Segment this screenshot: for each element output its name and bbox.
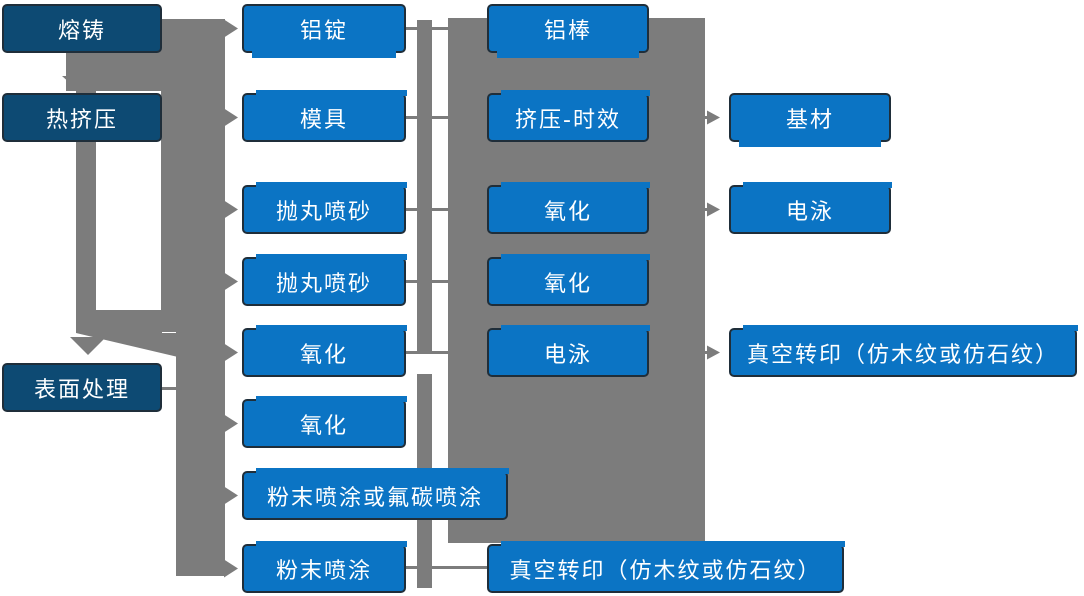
- arrow-to-powder-coating: [224, 559, 238, 578]
- connector-bar-lower: [176, 332, 225, 576]
- arrow-to-electrophoresis-2: [707, 202, 720, 217]
- node-shot-blasting-1: 抛丸喷砂: [242, 181, 407, 234]
- connector-line-surface-treatment: [160, 387, 177, 390]
- node-aluminum-rod: 铝棒: [487, 4, 649, 58]
- node-shot-blasting-2: 抛丸喷砂: [242, 253, 407, 306]
- node-extrusion-aging: 挤压-时效: [487, 89, 650, 142]
- shaft-to-electrophoresis-2: [701, 208, 709, 211]
- node-electrophoresis-2: 电泳: [729, 181, 892, 234]
- tie-line-row3: [405, 208, 452, 211]
- arrow-to-shot-blasting-1: [224, 200, 238, 219]
- tie-line-row2: [405, 116, 452, 119]
- node-powder-or-fluorocarbon: 粉末喷涂或氟碳喷涂: [242, 467, 509, 520]
- connector-bar-left: [76, 91, 96, 333]
- node-oxidation-4: 氧化: [487, 253, 650, 306]
- node-oxidation-3: 氧化: [487, 181, 650, 234]
- node-powder-coating: 粉末喷涂: [242, 540, 407, 593]
- node-oxidation-2: 氧化: [242, 395, 407, 448]
- connector-bar-mid-upper: [417, 20, 432, 353]
- node-vacuum-transfer-2: 真空转印（仿木纹或仿石纹）: [729, 324, 1078, 377]
- arrow-down-to-hot-extrusion: [62, 76, 100, 93]
- arrow-to-aluminum-ingot: [224, 19, 238, 38]
- arrow-down-to-surface-treatment: [70, 337, 106, 355]
- connector-band-left-lower: [76, 310, 162, 333]
- arrow-to-mold: [224, 108, 238, 127]
- node-base-material: 基材: [729, 93, 891, 147]
- node-surface-treatment: 表面处理: [2, 363, 162, 412]
- node-aluminum-ingot: 铝锭: [242, 4, 406, 58]
- arrow-to-base-material: [707, 110, 720, 125]
- tie-line-row5: [405, 351, 452, 354]
- node-mold: 模具: [242, 89, 407, 142]
- arrow-to-shot-blasting-2: [224, 272, 238, 291]
- node-oxidation-1: 氧化: [242, 324, 407, 377]
- tie-line-row8: [405, 566, 489, 569]
- arrow-to-oxidation-1: [224, 343, 238, 362]
- tie-line-row1: [405, 27, 452, 30]
- node-hot-extrusion: 热挤压: [2, 93, 162, 142]
- connector-block-upper: [161, 19, 225, 332]
- shaft-to-vacuum-transfer-2: [701, 351, 709, 354]
- arrow-to-oxidation-2: [224, 414, 238, 433]
- shaft-to-base-material: [701, 116, 709, 119]
- node-electrophoresis-1: 电泳: [487, 324, 650, 377]
- arrow-to-powder-or-fluorocarbon: [224, 486, 238, 505]
- node-vacuum-transfer-1: 真空转印（仿木纹或仿石纹）: [487, 540, 845, 593]
- node-melting: 熔铸: [2, 4, 162, 53]
- tie-line-row4: [405, 280, 452, 283]
- arrow-to-vacuum-transfer-2: [707, 345, 720, 360]
